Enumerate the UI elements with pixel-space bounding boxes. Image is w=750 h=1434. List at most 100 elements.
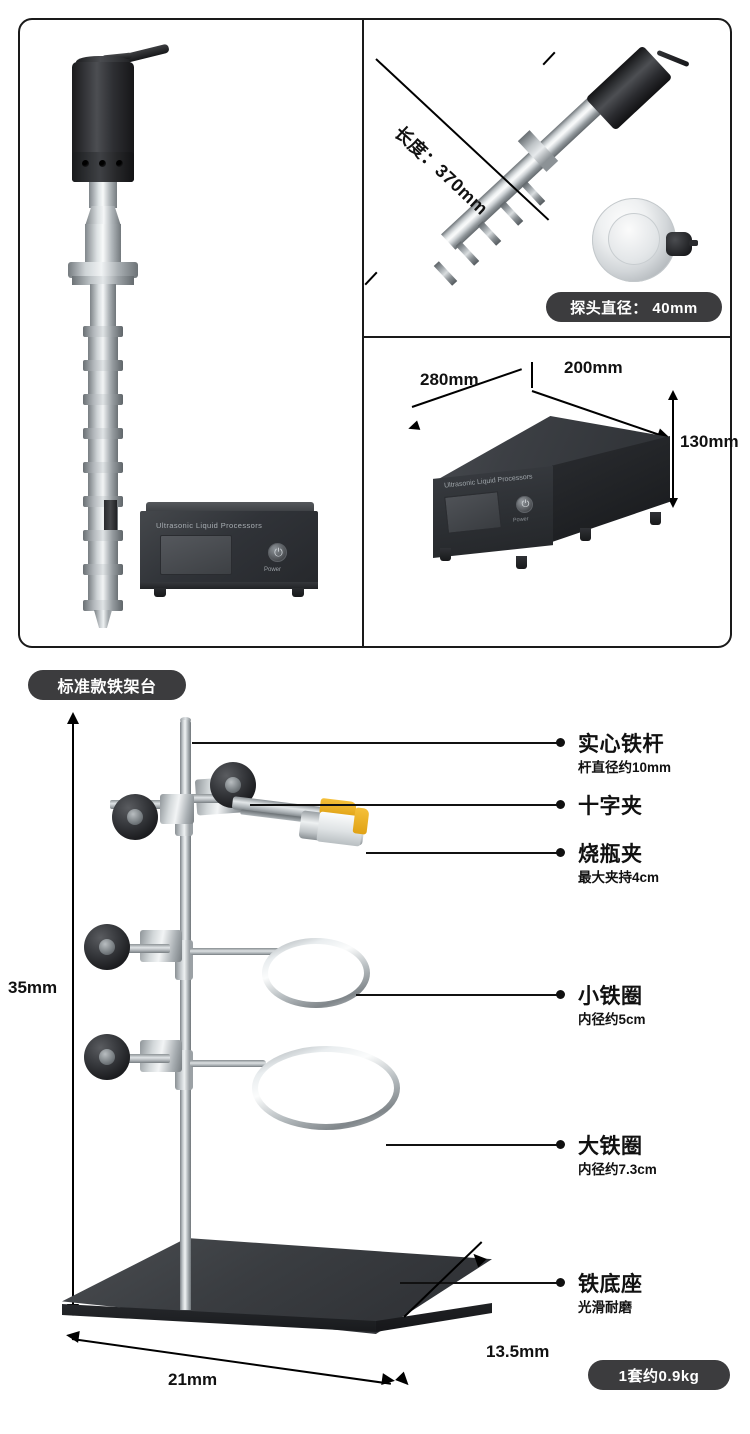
vent-hole-icon [99,160,106,167]
box-depth-label: 200mm [564,358,623,377]
horn-flange [68,262,138,278]
horn-collar [83,326,123,337]
probe-connector [666,232,692,256]
horn-collar [83,394,123,405]
controller-base-strip [140,582,318,589]
callout-sub-base: 光滑耐磨 [578,1300,632,1315]
dimension-arrowhead [668,390,678,400]
controller-top-face [146,502,314,513]
controller-foot [154,588,166,597]
callout-dot [556,1140,565,1149]
callout-title-base: 铁底座 [578,1273,643,1296]
callout-sub-rod: 杆直径约10mm [578,760,672,775]
callout-sub-small-ring: 内径约5cm [578,1012,646,1027]
stand-weight-badge: 1套约0.9kg [588,1360,730,1390]
knob-hub [225,777,241,793]
controller-iso-view: Ultrasonic Liquid Processors ⏻ Power [404,416,670,569]
probe-segment-mark [499,201,524,226]
base-depth-label: 13.5mm [486,1342,550,1361]
callout-dot [556,1278,565,1287]
power-button-label: Power [264,567,282,573]
probe-connector-pin [689,240,698,246]
horn-mid-section [85,224,121,266]
knob-hub [99,939,115,955]
stand-title-badge: 标准款铁架台 [28,670,186,700]
horn-taper [85,206,121,226]
probe-dimension-view: 长度：370mm 探头直径： 40mm [364,20,732,336]
horn-flange-lip [72,276,134,285]
callout-title-cross-clamp: 十字夹 [578,795,643,818]
box-height-label: 130mm [680,432,739,451]
knob-hub [127,809,143,825]
stand-base-plate [62,1238,492,1356]
dimension-arrowhead [668,498,678,508]
horn-collar [83,360,123,371]
controller-display [160,535,232,575]
callout-line-rod [192,742,560,744]
panel-divider-horizontal [362,336,732,338]
callout-title-small-ring: 小铁圈 [578,985,643,1008]
small-iron-ring [262,938,370,1008]
power-button[interactable]: ⏻ [268,543,287,562]
controller-foot [580,528,591,541]
horn-collar [83,428,123,439]
probe-horn-rod [441,91,609,250]
callout-line-small-ring [356,994,558,996]
stand-section: 标准款铁架台 1套约0.9kg 35mm [0,648,750,1434]
controller-front-view: Ultrasonic Liquid Processors ⏻ Power [140,502,318,600]
vent-hole-icon [116,160,123,167]
callout-line-flask-clamp [366,852,558,854]
large-ring-arm [190,1060,266,1067]
callout-dot [556,738,565,747]
callout-sub-flask-clamp: 最大夹持4cm [578,870,660,885]
controller-dimension-view: 280mm 200mm 130mm Ultrasonic Liquid Proc… [364,338,739,646]
small-ring-knob[interactable] [80,920,134,974]
probe-segment-mark [477,221,502,246]
callout-line-base [400,1282,558,1284]
power-button[interactable]: ⏻ [516,496,533,513]
callout-dot [556,848,565,857]
dimension-arrowhead [395,1371,413,1390]
power-icon: ⏻ [274,547,283,559]
horn-collar [83,530,123,541]
dimension-tick [531,362,533,388]
small-ring-knob-shaft [118,944,170,953]
callout-dot [556,990,565,999]
stand-height-label: 35mm [8,978,58,997]
probe-segment-mark [455,241,480,266]
power-icon: ⏻ [521,499,530,510]
horn-collar [83,564,123,575]
probe-diameter-badge: 探头直径： 40mm [546,292,722,322]
callout-title-large-ring: 大铁圈 [578,1135,643,1158]
cross-clamp-rear-body [160,794,194,824]
horn-tip [94,610,112,628]
cross-clamp-knob-lower[interactable] [108,790,162,844]
horn-collar [83,600,123,611]
vent-hole-icon [82,160,89,167]
spec-panel-top: Ultrasonic Liquid Processors ⏻ Power [18,18,739,648]
controller-foot [292,588,304,597]
callout-title-flask-clamp: 烧瓶夹 [578,843,643,866]
large-ring-knob[interactable] [80,1030,134,1084]
base-width-label: 21mm [168,1370,218,1389]
small-ring-arm [190,948,280,955]
callout-title-rod: 实心铁杆 [578,733,664,756]
flask-clamp-jaw-pad-lower [352,807,370,835]
controller-brand-text: Ultrasonic Liquid Processors [156,521,263,530]
box-width-label: 280mm [420,370,479,389]
probe-assembly-vertical [42,34,342,634]
controller-foot [516,556,527,569]
height-dimension-line [672,396,674,506]
callout-line-large-ring [386,1144,558,1146]
knob-hub [99,1049,115,1065]
controller-foot [440,548,451,561]
callout-dot [556,800,565,809]
controller-display [444,491,502,534]
probe-handle [124,43,170,63]
stand-height-dimension-line [72,720,74,1312]
horn-collar [83,462,123,473]
horn-neck [89,182,117,208]
stand-vertical-rod [180,720,191,1310]
dimension-arrowhead [381,1373,396,1387]
probe-face-inner [608,213,660,265]
